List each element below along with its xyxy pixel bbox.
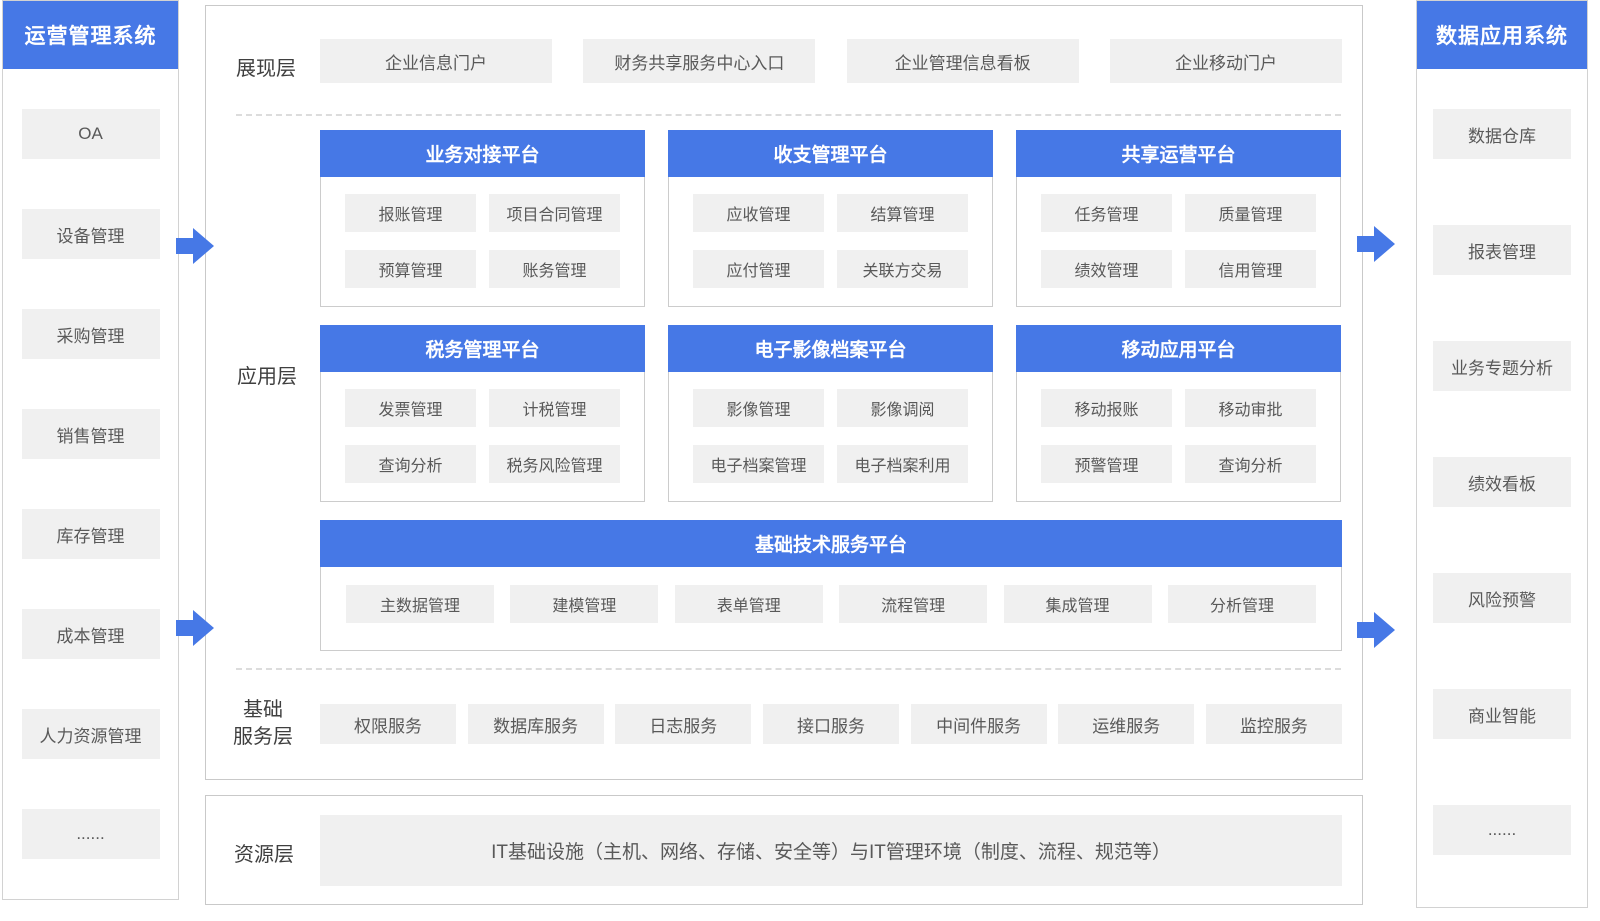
module-chip: 关联方交易 [837, 250, 968, 288]
platform-business-integration: 业务对接平台 报账管理 项目合同管理 预算管理 账务管理 [320, 130, 645, 307]
presentation-item-mobile-portal: 企业移动门户 [1109, 39, 1342, 83]
module-chip: 建模管理 [510, 585, 659, 623]
service-chip-permission: 权限服务 [320, 704, 456, 744]
application-platforms: 业务对接平台 报账管理 项目合同管理 预算管理 账务管理 收支管理平台 应收管理… [320, 130, 1342, 502]
flow-arrow-right-bottom-icon [1357, 612, 1395, 648]
presentation-item-dashboard: 企业管理信息看板 [846, 39, 1079, 83]
module-chip: 结算管理 [837, 194, 968, 232]
flow-arrow-right-top-icon [1357, 226, 1395, 262]
sidebar-item-more: ...... [1433, 805, 1571, 855]
module-chip: 影像调阅 [837, 389, 968, 427]
module-chip: 移动审批 [1185, 389, 1316, 427]
module-chip: 账务管理 [489, 250, 620, 288]
flow-arrow-left-top-icon [176, 228, 214, 264]
module-chip: 查询分析 [345, 445, 476, 483]
platform-income-expense-title: 收支管理平台 [668, 130, 993, 177]
architecture-main-box: 展现层 企业信息门户 财务共享服务中心入口 企业管理信息看板 企业移动门户 应用… [205, 5, 1363, 780]
services-layer-items: 权限服务 数据库服务 日志服务 接口服务 中间件服务 运维服务 监控服务 [320, 704, 1342, 744]
platform-base-technology-title: 基础技术服务平台 [320, 520, 1342, 567]
platform-business-integration-title: 业务对接平台 [320, 130, 645, 177]
sidebar-item-procurement: 采购管理 [21, 309, 160, 359]
module-chip: 应付管理 [693, 250, 824, 288]
resource-layer-label: 资源层 [234, 844, 294, 866]
data-application-panel: 数据应用系统 数据仓库 报表管理 业务专题分析 绩效看板 风险预警 商业智能 .… [1416, 0, 1588, 908]
module-chip: 税务风险管理 [489, 445, 620, 483]
module-chip: 移动报账 [1041, 389, 1172, 427]
flow-arrow-left-bottom-icon [176, 610, 214, 646]
module-chip: 流程管理 [839, 585, 988, 623]
module-chip: 发票管理 [345, 389, 476, 427]
sidebar-item-cost: 成本管理 [21, 609, 160, 659]
module-chip: 影像管理 [693, 389, 824, 427]
service-chip-middleware: 中间件服务 [910, 704, 1047, 744]
service-chip-database: 数据库服务 [467, 704, 604, 744]
platform-tax-management-title: 税务管理平台 [320, 325, 645, 372]
data-application-items: 数据仓库 报表管理 业务专题分析 绩效看板 风险预警 商业智能 ...... [1417, 109, 1587, 855]
service-chip-monitoring: 监控服务 [1205, 704, 1342, 744]
module-chip: 分析管理 [1167, 585, 1316, 623]
platform-shared-operations: 共享运营平台 任务管理 质量管理 绩效管理 信用管理 [1016, 130, 1341, 307]
platform-income-expense: 收支管理平台 应收管理 结算管理 应付管理 关联方交易 [668, 130, 993, 307]
service-chip-log: 日志服务 [615, 704, 752, 744]
module-chip: 计税管理 [489, 389, 620, 427]
module-chip: 质量管理 [1185, 194, 1316, 232]
sidebar-item-bi: 商业智能 [1433, 689, 1571, 739]
service-chip-interface: 接口服务 [762, 704, 899, 744]
operations-system-items: OA 设备管理 采购管理 销售管理 库存管理 成本管理 人力资源管理 .....… [3, 109, 178, 859]
separator-application-services [236, 668, 1341, 670]
platform-mobile-application: 移动应用平台 移动报账 移动审批 预警管理 查询分析 [1016, 325, 1341, 502]
module-chip: 项目合同管理 [489, 194, 620, 232]
resource-layer-text: IT基础设施（主机、网络、存储、安全等）与IT管理环境（制度、流程、规范等） [320, 815, 1342, 886]
sidebar-item-topic-analysis: 业务专题分析 [1433, 341, 1571, 391]
platform-e-image-archive-title: 电子影像档案平台 [668, 325, 993, 372]
platform-shared-operations-title: 共享运营平台 [1016, 130, 1341, 177]
module-chip: 应收管理 [693, 194, 824, 232]
sidebar-item-equipment: 设备管理 [21, 209, 160, 259]
service-chip-ops: 运维服务 [1058, 704, 1195, 744]
resource-layer-box: 资源层 IT基础设施（主机、网络、存储、安全等）与IT管理环境（制度、流程、规范… [205, 795, 1363, 905]
module-chip: 查询分析 [1185, 445, 1316, 483]
module-chip: 表单管理 [674, 585, 823, 623]
sidebar-item-risk-warning: 风险预警 [1433, 573, 1571, 623]
sidebar-item-hr: 人力资源管理 [21, 709, 160, 759]
platform-e-image-archive: 电子影像档案平台 影像管理 影像调阅 电子档案管理 电子档案利用 [668, 325, 993, 502]
module-chip: 预警管理 [1041, 445, 1172, 483]
presentation-layer-label: 展现层 [236, 58, 296, 80]
platform-mobile-application-title: 移动应用平台 [1016, 325, 1341, 372]
operations-system-title: 运营管理系统 [3, 1, 178, 69]
presentation-item-portal: 企业信息门户 [320, 39, 552, 83]
module-chip: 任务管理 [1041, 194, 1172, 232]
data-application-title: 数据应用系统 [1417, 1, 1587, 69]
module-chip: 集成管理 [1003, 585, 1152, 623]
sidebar-item-report-management: 报表管理 [1433, 225, 1571, 275]
module-chip: 电子档案利用 [837, 445, 968, 483]
sidebar-item-inventory: 库存管理 [21, 509, 160, 559]
platform-tax-management: 税务管理平台 发票管理 计税管理 查询分析 税务风险管理 [320, 325, 645, 502]
application-layer-label: 应用层 [237, 366, 297, 388]
presentation-item-shared-center-entry: 财务共享服务中心入口 [583, 39, 816, 83]
sidebar-item-performance-board: 绩效看板 [1433, 457, 1571, 507]
module-chip: 主数据管理 [346, 585, 494, 623]
module-chip: 报账管理 [345, 194, 476, 232]
sidebar-item-oa: OA [21, 109, 160, 159]
module-chip: 预算管理 [345, 250, 476, 288]
operations-system-panel: 运营管理系统 OA 设备管理 采购管理 销售管理 库存管理 成本管理 人力资源管… [2, 0, 179, 900]
sidebar-item-sales: 销售管理 [21, 409, 160, 459]
sidebar-item-data-warehouse: 数据仓库 [1433, 109, 1571, 159]
module-chip: 信用管理 [1185, 250, 1316, 288]
platform-base-technology: 基础技术服务平台 主数据管理 建模管理 表单管理 流程管理 集成管理 分析管理 [320, 520, 1342, 651]
module-chip: 绩效管理 [1041, 250, 1172, 288]
presentation-layer-items: 企业信息门户 财务共享服务中心入口 企业管理信息看板 企业移动门户 [320, 39, 1342, 83]
module-chip: 电子档案管理 [693, 445, 824, 483]
sidebar-item-more: ...... [21, 809, 160, 859]
services-layer-label: 基础 服务层 [233, 699, 293, 748]
separator-presentation-application [236, 114, 1341, 116]
